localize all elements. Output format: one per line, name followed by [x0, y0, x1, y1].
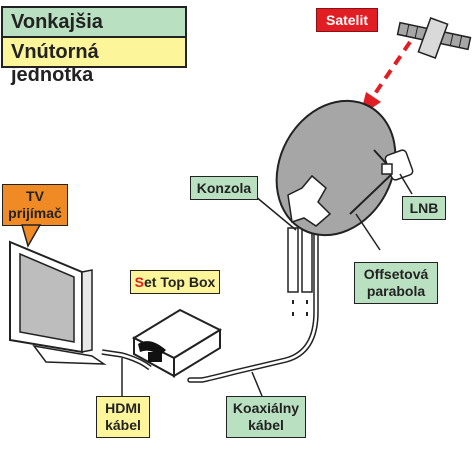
- tv-icon: [9, 240, 107, 365]
- label-lnb-text: LNB: [409, 199, 439, 216]
- label-lnb: LNB: [402, 196, 446, 220]
- label-dish-line2: parabola: [366, 283, 426, 299]
- satellite-icon: [396, 17, 472, 59]
- label-coax-cable: Koaxiálny kábel: [226, 396, 306, 438]
- label-stb-rest: et Top Box: [144, 273, 216, 290]
- lnb-icon: [381, 149, 414, 181]
- hdmi-cable: [101, 349, 152, 371]
- label-hdmi-cable: HDMI kábel: [96, 396, 150, 438]
- label-stb-first-letter: S: [134, 273, 145, 290]
- label-tv-line2: prijímač: [8, 205, 62, 221]
- label-hdmi-line2: kábel: [105, 417, 141, 433]
- label-console-text: Konzola: [196, 179, 252, 196]
- set-top-box-icon: [131, 308, 223, 378]
- label-offset-dish: Offsetová parabola: [354, 262, 438, 304]
- label-tv-line1: TV: [26, 188, 44, 204]
- coax-cable: [187, 222, 319, 383]
- callout-pointers: [121, 173, 413, 397]
- label-satellite: Satelit: [316, 8, 378, 32]
- label-stb-text: Set Top Box: [135, 274, 216, 291]
- label-tv-receiver: TV prijímač: [2, 184, 68, 226]
- label-satellite-text: Satelit: [325, 11, 368, 28]
- legend-indoor-unit: Vnútorná jednotka: [1, 36, 187, 86]
- label-set-top-box: Set Top Box: [130, 270, 220, 294]
- dish-icon: [275, 99, 397, 237]
- label-hdmi-line1: HDMI: [105, 400, 141, 416]
- label-coax-line2: kábel: [248, 417, 284, 433]
- label-coax-line1: Koaxiálny: [232, 400, 300, 416]
- label-console: Konzola: [190, 176, 258, 200]
- legend-indoor-text: Vnútorná jednotka: [11, 41, 99, 86]
- label-dish-line1: Offsetová: [363, 266, 429, 282]
